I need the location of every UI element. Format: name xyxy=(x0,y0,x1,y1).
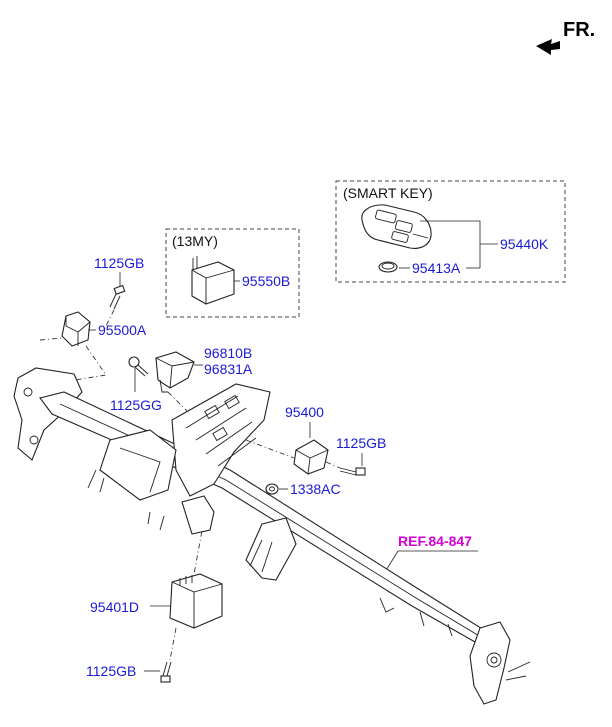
13my-box xyxy=(165,228,300,318)
module-95401d-icon xyxy=(169,573,223,629)
label-95400: 95400 xyxy=(285,404,324,420)
bolt-top-icon xyxy=(109,284,126,310)
bracket-95500a-group: 1125GB 95500A xyxy=(39,255,147,383)
label-1125GB-bot: 1125GB xyxy=(86,663,136,679)
nut-1338ac-icon xyxy=(265,483,279,495)
cowl-cross-bar xyxy=(13,367,531,705)
label-95500A: 95500A xyxy=(98,322,147,338)
front-arrow-icon xyxy=(536,39,560,55)
smart-key-title: (SMART KEY) xyxy=(343,185,433,201)
front-label: FR. xyxy=(563,19,595,41)
unit-95400-group: 95400 1125GB 1338AC xyxy=(245,404,386,497)
label-96831A: 96831A xyxy=(204,361,253,377)
13my-group: (13MY) 95550B xyxy=(165,228,300,318)
label-95413A: 95413A xyxy=(412,260,461,276)
smart-key-fob-icon xyxy=(361,204,432,249)
reference-label: REF.84-847 xyxy=(398,533,472,549)
bolt-bottom-group: 1125GB xyxy=(86,661,172,683)
label-95401D: 95401D xyxy=(90,599,139,615)
bolt-bottom-icon xyxy=(160,661,172,683)
label-95440K: 95440K xyxy=(500,236,549,252)
unit-95400-icon xyxy=(293,439,329,475)
label-95550B: 95550B xyxy=(242,273,290,289)
sensor-96810b-group: 96810B 96831A 1125GG xyxy=(110,345,253,421)
sensor-96810b-icon xyxy=(155,351,195,393)
bolt-mid-icon xyxy=(339,467,366,476)
bolt-1125gg-icon xyxy=(128,356,149,377)
smart-key-box xyxy=(335,180,566,283)
label-96810B: 96810B xyxy=(204,345,252,361)
label-1125GB-top: 1125GB xyxy=(94,255,144,271)
label-1125GB-mid: 1125GB xyxy=(336,435,386,451)
module-95550b-icon xyxy=(191,256,235,305)
front-direction-indicator: FR. xyxy=(536,19,595,55)
13my-title: (13MY) xyxy=(172,233,218,249)
smart-key-group: (SMART KEY) 95440K 95413A xyxy=(335,180,566,283)
label-1338AC: 1338AC xyxy=(290,481,341,497)
label-1125GG: 1125GG xyxy=(110,397,162,413)
module-95401d-group: 95401D xyxy=(90,519,223,661)
bracket-95500a-icon xyxy=(61,311,91,347)
battery-icon xyxy=(378,261,398,273)
